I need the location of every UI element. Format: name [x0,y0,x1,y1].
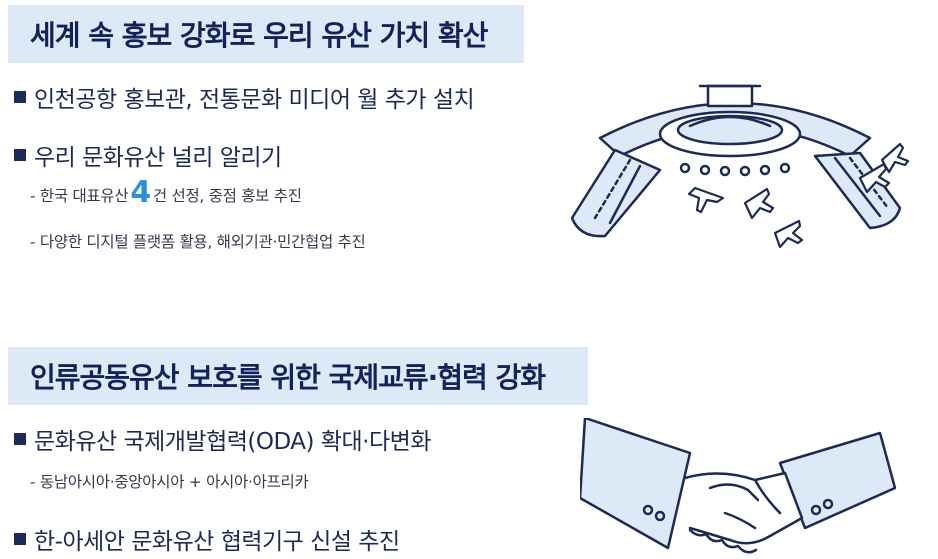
highlight-number: 4 [130,175,151,210]
section1-bullet-2: 우리 문화유산 널리 알리기 [14,138,282,172]
section1-title: 세계 속 홍보 강화로 우리 유산 가치 확산 [8,5,524,63]
section2-sub-1: - 동남아시아·중앙아시아 + 아시아·아프리카 [30,470,309,492]
sub-text: - 다양한 디지털 플랫폼 활용, 해외기관·민간협업 추진 [30,233,366,251]
section1-sub-2: - 다양한 디지털 플랫폼 활용, 해외기관·민간협업 추진 [30,230,366,252]
airport-icon [570,84,910,249]
sub-text: - 동남아시아·중앙아시아 + 아시아·아프리카 [30,473,309,491]
bullet-text: 우리 문화유산 널리 알리기 [34,145,282,171]
sub-text-prefix: - 한국 대표유산 [30,187,129,205]
section1-title-text: 세계 속 홍보 강화로 우리 유산 가치 확산 [30,19,488,52]
bullet-text: 문화유산 국제개발협력(ODA) 확대·다변화 [34,429,431,455]
bullet-square-icon [14,533,26,545]
section1-sub-1: - 한국 대표유산 4 건 선정, 중점 홍보 추진 [30,175,302,210]
bullet-text: 한-아세안 문화유산 협력기구 신설 추진 [34,529,400,555]
section2-title: 인류공동유산 보호를 위한 국제교류·협력 강화 [8,347,588,405]
bullet-text: 인천공항 홍보관, 전통문화 미디어 월 추가 설치 [34,87,475,113]
section2-title-text: 인류공동유산 보호를 위한 국제교류·협력 강화 [30,361,546,394]
sub-text-suffix: 건 선정, 중점 홍보 추진 [152,187,302,205]
section2-bullet-1: 문화유산 국제개발협력(ODA) 확대·다변화 [14,422,431,456]
handshake-icon [580,418,897,554]
section2-bullet-2: 한-아세안 문화유산 협력기구 신설 추진 [14,522,400,556]
bullet-square-icon [14,91,26,103]
bullet-square-icon [14,149,26,161]
bullet-square-icon [14,433,26,445]
section1-bullet-1: 인천공항 홍보관, 전통문화 미디어 월 추가 설치 [14,80,475,114]
